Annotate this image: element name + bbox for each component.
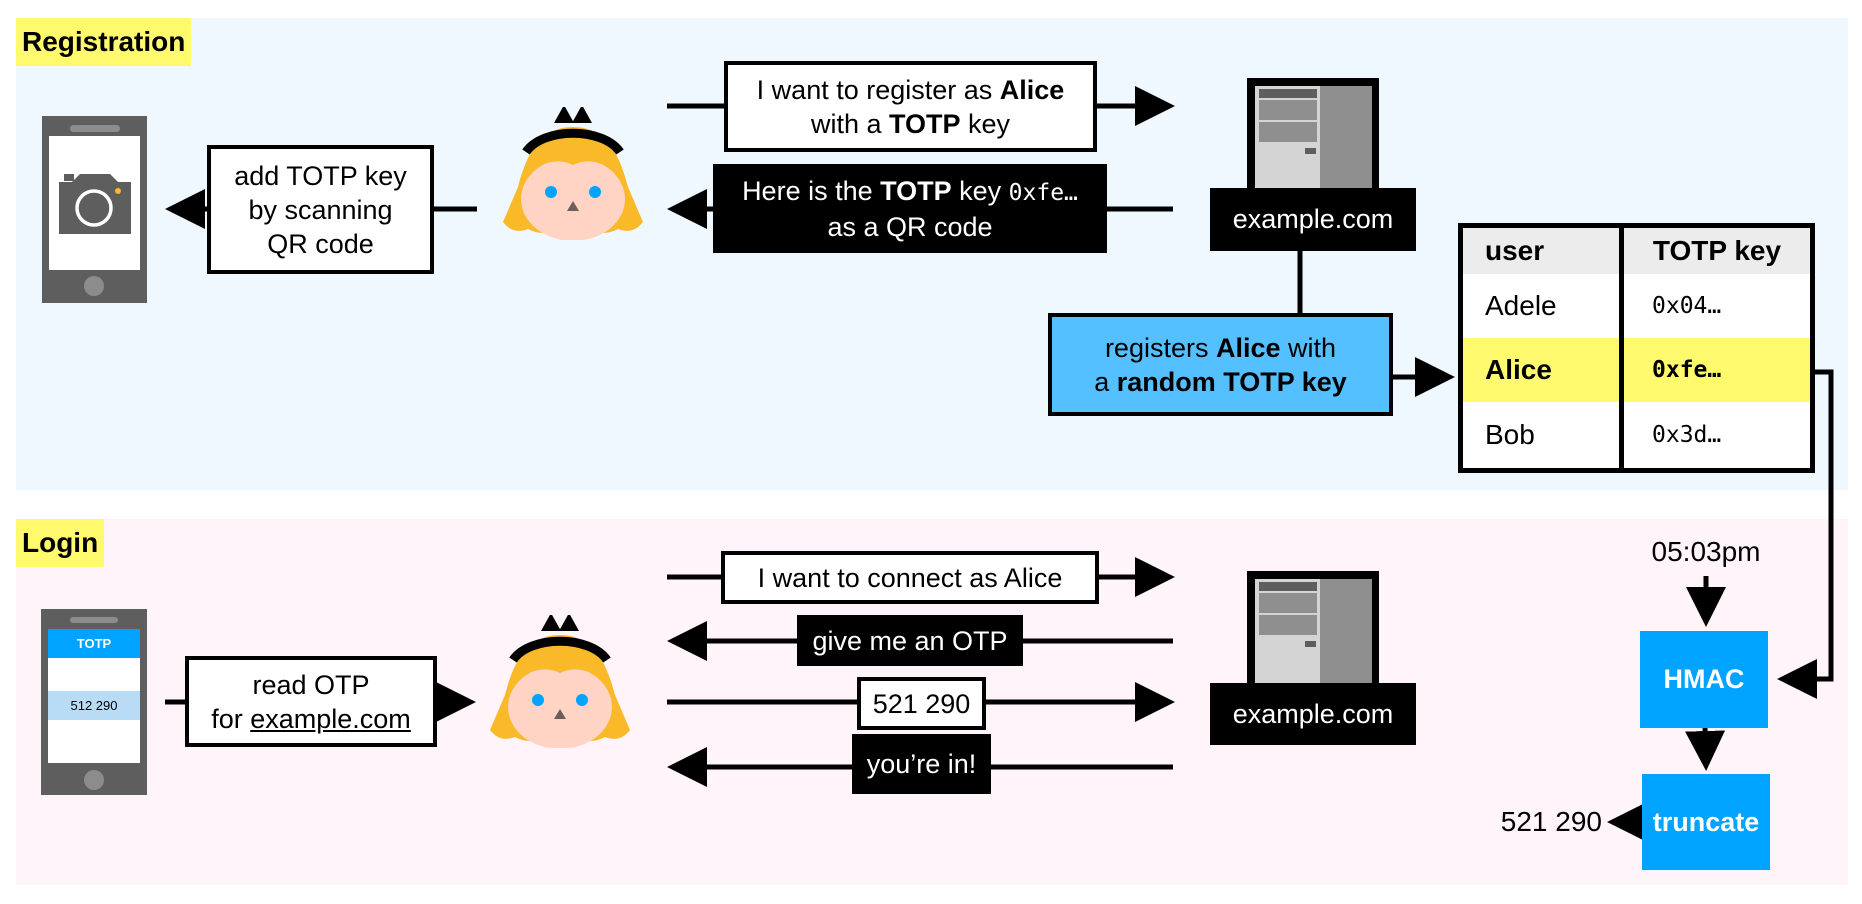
- table-row: Adele 0x04…: [1460, 274, 1813, 338]
- server-icon: [1247, 78, 1379, 190]
- server-label: example.com: [1210, 683, 1416, 745]
- request-line-1: I want to register as Alice: [757, 73, 1065, 107]
- text: TOTP: [880, 175, 952, 206]
- instruction-line: for example.com: [211, 702, 411, 736]
- table-row-highlighted: Alice 0xfe…: [1460, 337, 1813, 402]
- arrow-hmac-to-truncate: [1685, 727, 1726, 771]
- key-cell: 0x04…: [1652, 292, 1722, 319]
- registration-label: Registration: [16, 18, 192, 66]
- key-to-hmac-line: [1777, 369, 1834, 699]
- response-line-1: Here is the TOTP key 0xfe…: [742, 174, 1078, 210]
- table-row: Bob 0x3d…: [1460, 401, 1813, 471]
- table-header: user TOTP key: [1460, 225, 1813, 274]
- text: random TOTP key: [1116, 366, 1347, 397]
- text: TOTP: [889, 108, 961, 139]
- read-otp-instruction: read OTP for example.com: [185, 656, 437, 747]
- phone-camera: [42, 116, 147, 303]
- text: key: [951, 175, 1009, 206]
- instruction-line: add TOTP key: [234, 160, 407, 191]
- otp-challenge-message: give me an OTP: [797, 615, 1023, 666]
- phone-screen: TOTP 512 290: [48, 629, 140, 763]
- current-time: 05:03pm: [1651, 536, 1761, 567]
- user-cell: Alice: [1460, 337, 1624, 402]
- user-cell: Adele: [1460, 274, 1624, 338]
- otp-code-display: 512 290: [48, 691, 140, 720]
- text: registers: [1104, 332, 1216, 363]
- access-granted-message: you’re in!: [852, 734, 991, 794]
- text: for: [211, 703, 251, 734]
- otp-submit-message: 521 290: [857, 677, 986, 730]
- server-icon: [1247, 571, 1379, 683]
- qr-response-message: Here is the TOTP key 0xfe… as a QR code: [713, 164, 1107, 253]
- totp-key-code: 0xfe…: [1008, 179, 1078, 206]
- connect-request-message: I want to connect as Alice: [721, 551, 1099, 604]
- instruction-line: read OTP: [252, 669, 370, 700]
- totp-key-table: user TOTP key Adele 0x04… Alice 0xfe… Bo…: [1458, 223, 1815, 473]
- action-line-2: a random TOTP key: [1094, 365, 1347, 399]
- phone-totp-app: TOTP 512 290: [41, 609, 147, 795]
- text: Here is the: [742, 175, 881, 206]
- user-cell: Bob: [1460, 401, 1624, 471]
- server-label: example.com: [1210, 188, 1416, 251]
- action-line-1: registers Alice with: [1105, 331, 1336, 365]
- response-line-2: as a QR code: [827, 211, 993, 242]
- phone-speaker: [70, 617, 118, 623]
- text: with: [1280, 332, 1337, 363]
- instruction-line: QR code: [267, 228, 374, 259]
- text: with a: [810, 108, 889, 139]
- truncate-step: truncate: [1642, 774, 1770, 870]
- alice-avatar: [503, 107, 643, 240]
- app-title: TOTP: [48, 629, 140, 658]
- computed-otp: 521 290: [1500, 806, 1602, 837]
- column-header-key: TOTP key: [1621, 225, 1813, 274]
- text: I want to register as: [756, 74, 1000, 105]
- text: a: [1094, 366, 1117, 397]
- text: key: [960, 108, 1011, 139]
- login-label: Login: [16, 519, 105, 567]
- server-register-action: registers Alice with a random TOTP key: [1048, 313, 1393, 416]
- hmac-step: HMAC: [1640, 631, 1768, 728]
- key-cell: 0xfe…: [1621, 337, 1813, 402]
- request-line-2: with a TOTP key: [811, 107, 1010, 141]
- add-totp-instruction: add TOTP key by scanning QR code: [207, 145, 434, 274]
- home-button-icon: [84, 770, 104, 790]
- register-request-message: I want to register as Alice with a TOTP …: [724, 61, 1097, 152]
- key-cell: 0x3d…: [1652, 421, 1722, 448]
- site-name: example.com: [250, 703, 411, 734]
- instruction-line: by scanning: [248, 194, 393, 225]
- username: Alice: [999, 74, 1065, 105]
- camera-icon: [59, 174, 131, 234]
- column-header-user: user: [1460, 225, 1624, 274]
- username: Alice: [1215, 332, 1281, 363]
- alice-avatar: [490, 615, 630, 748]
